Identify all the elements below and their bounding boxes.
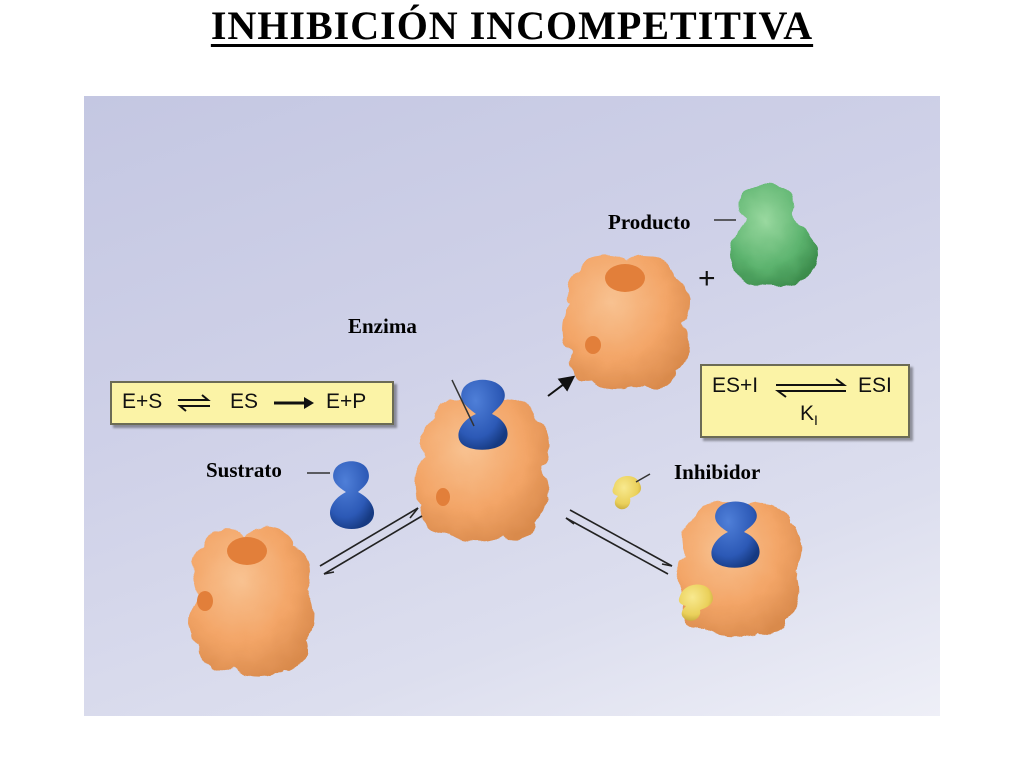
eq-intermediate: ES [230,390,259,413]
page-title: INHIBICIÓN INCOMPETITIVA [210,3,814,48]
inhibitor-molecule [612,475,642,510]
inhibidor-label: Inhibidor [674,460,761,484]
inhibidor-pointer [635,473,651,483]
equilibrium-icon [177,394,211,412]
equation-box-inhibition: ES+I ESI KI [700,364,910,438]
reaction-arrow [547,375,576,397]
enzyme-substrate-inhibitor-complex [676,500,802,637]
eq-constant-k: K [800,402,815,425]
plus-sign: + [698,262,716,295]
eq-es-i: ES+I [712,374,759,397]
equation-box-michaelis: E+S ES E+P [110,381,394,425]
substrate-molecule [329,461,375,529]
sustrato-label: Sustrato [206,458,282,482]
diagram-canvas [189,183,818,677]
equilibrium-icon [775,378,847,398]
enzyme-substrate-complex [414,379,550,543]
free-enzyme [189,527,314,677]
equilibrium-arrow-esi [565,509,673,575]
enzima-pointer [451,379,475,427]
eq-esi: ESI [858,374,892,397]
forward-arrow-icon [274,397,314,409]
released-enzyme [561,255,690,391]
product-molecule [729,183,818,288]
eq-constant-sub: I [814,412,818,429]
producto-label: Producto [608,210,691,234]
diagram-panel: Producto + Enzima Sustrato Inhibidor E+S… [84,96,940,716]
eq-reactants: E+S [122,390,163,413]
eq-products: E+P [326,390,367,413]
enzima-label: Enzima [348,314,417,338]
eq-constant: KI [800,402,818,428]
equilibrium-arrow-es [319,507,423,575]
